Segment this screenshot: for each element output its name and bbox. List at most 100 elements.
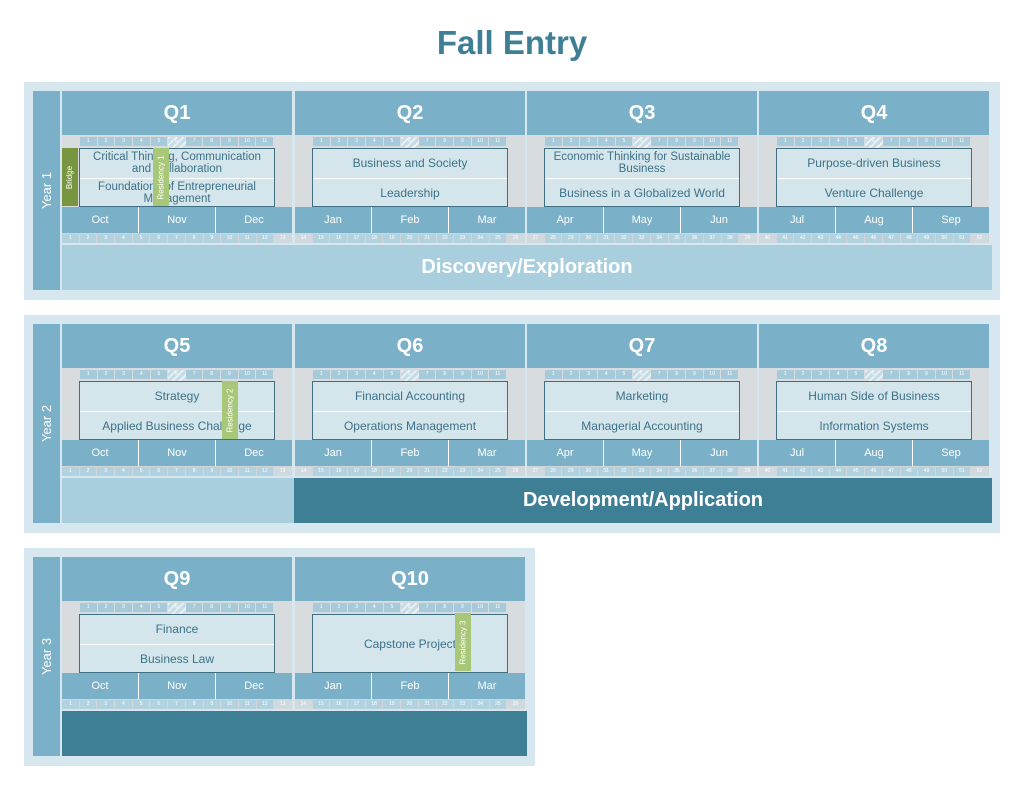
course-box: Critical Thinking, Communication and Col…: [79, 148, 275, 207]
week-cell: 10: [238, 137, 256, 146]
week-cell: 15: [312, 234, 330, 243]
week-cell: 38: [721, 234, 739, 243]
week-cell: 47: [882, 234, 900, 243]
month-label: Apr: [527, 440, 604, 466]
week-cell: 22: [436, 234, 454, 243]
week-cell: 11: [238, 467, 256, 476]
quarter-q2: Q21234567891011Business and SocietyLeade…: [295, 91, 525, 243]
month-label: Oct: [62, 440, 139, 466]
week-cell: 28: [544, 467, 562, 476]
week-cell: 2: [79, 467, 97, 476]
month-label: Oct: [62, 207, 139, 233]
month-label: Aug: [836, 207, 913, 233]
week-cell: 22: [436, 700, 454, 709]
week-cell: 5: [150, 137, 168, 146]
week-cell: 1: [777, 370, 794, 379]
phase-banner: Discovery/Exploration: [62, 245, 992, 290]
quarter-q9: Q91234567891011FinanceBusiness LawOctNov…: [62, 557, 292, 709]
week-cell: 37: [703, 467, 721, 476]
residency-2-marker: Residency 2: [222, 381, 238, 439]
month-label: May: [604, 207, 681, 233]
week-cell: 41: [776, 467, 794, 476]
week-cell: 20: [401, 700, 418, 709]
quarter-q6: Q61234567891011Financial AccountingOpera…: [295, 324, 525, 476]
week-cell: 25: [489, 467, 507, 476]
week-cell: 3: [97, 467, 115, 476]
week-cell: 5: [132, 234, 150, 243]
week-cell: 8: [900, 137, 918, 146]
year-label: Year 1: [39, 171, 55, 210]
week-cell: 26: [507, 467, 524, 476]
week-cell: 40: [759, 234, 776, 243]
week-cell: 8: [436, 603, 454, 612]
week-cell: 47: [882, 467, 900, 476]
week-cell: 41: [776, 234, 794, 243]
week-cell: 5: [150, 370, 168, 379]
week-cell: 2: [562, 137, 580, 146]
week-cell: 8: [436, 137, 454, 146]
week-cell: 21: [418, 234, 436, 243]
phase-label: Development/Application: [522, 489, 764, 511]
month-label: May: [604, 440, 681, 466]
week-cell: 7: [185, 603, 203, 612]
week-cell: 49: [918, 234, 935, 243]
course-top: Marketing: [615, 389, 669, 403]
week-cell: 16: [330, 467, 348, 476]
week-cell: 16: [330, 234, 348, 243]
week-cell: 44: [829, 467, 847, 476]
week-cell: 2: [97, 137, 115, 146]
week-cell: 24: [471, 467, 489, 476]
quarter-title: Q4: [759, 91, 989, 135]
week-cell: 32: [615, 234, 633, 243]
week-cell: 18: [365, 467, 383, 476]
week-cell: 1: [777, 137, 794, 146]
week-cell: 3: [97, 700, 115, 709]
week-cell: 52: [971, 467, 988, 476]
week-cell: 10: [703, 370, 721, 379]
week-cell: 6: [150, 234, 168, 243]
month-label: Dec: [244, 214, 264, 226]
week-cell: 21: [418, 700, 436, 709]
week-cell: 8: [185, 700, 203, 709]
week-cell: 19: [383, 467, 401, 476]
month-label: Feb: [372, 673, 449, 699]
week-cell: 2: [330, 603, 348, 612]
course-top: Strategy: [154, 389, 200, 403]
week-cell: 4: [365, 370, 383, 379]
month-label: Apr: [527, 207, 604, 233]
week-cell: 40: [759, 467, 776, 476]
week-cell: 5: [847, 137, 865, 146]
week-cell: 45: [847, 467, 865, 476]
week-cell: 11: [489, 603, 507, 612]
week-cell: 18: [365, 700, 383, 709]
quarter-q5: Q51234567891011StrategyApplied Business …: [62, 324, 292, 476]
week-cell: 3: [348, 137, 365, 146]
week-cell: 10: [471, 370, 489, 379]
week-cell: 3: [580, 370, 597, 379]
week-cell: 2: [330, 370, 348, 379]
week-cell: 46: [865, 234, 882, 243]
month-label: Sep: [941, 447, 961, 459]
week-cell: 7: [882, 137, 900, 146]
quarter-q4: Q41234567891011Purpose-driven BusinessVe…: [759, 91, 989, 243]
month-label: Jul: [759, 207, 836, 233]
week-cell: 43: [812, 234, 829, 243]
course-top: Human Side of Business: [808, 389, 940, 403]
week-cell: 4: [132, 137, 150, 146]
week-cell: 9: [918, 137, 935, 146]
month-label: Dec: [244, 447, 264, 459]
week-cell: 2: [97, 603, 115, 612]
week-cell: 44: [829, 234, 847, 243]
week-cell: 11: [238, 234, 256, 243]
week-cell: 21: [418, 467, 436, 476]
week-cell: 27: [527, 467, 544, 476]
week-cell: 10: [703, 137, 721, 146]
week-cell: 42: [794, 467, 812, 476]
week-cell: 6: [150, 467, 168, 476]
